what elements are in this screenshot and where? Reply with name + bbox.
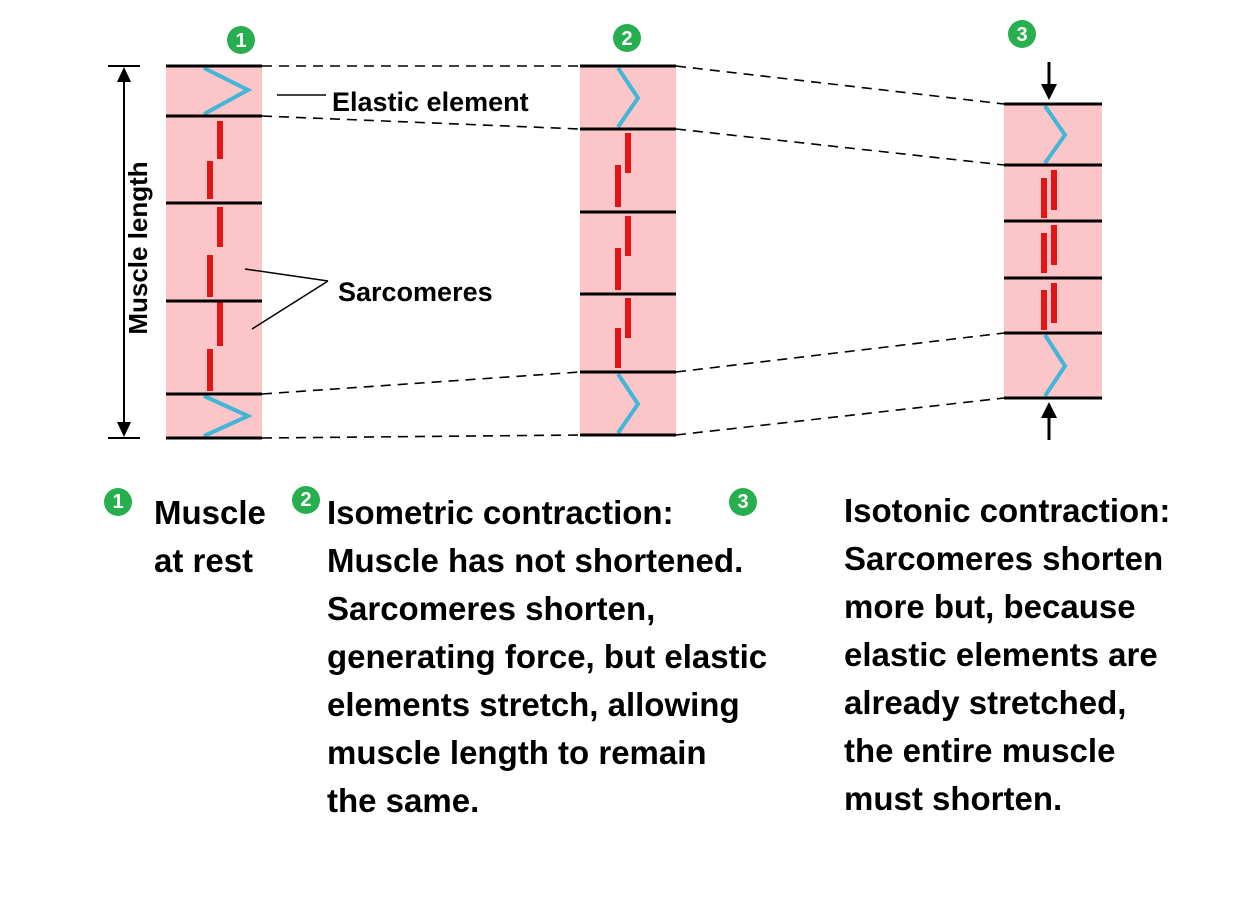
caption-line: the entire muscle <box>844 732 1116 769</box>
caption-line: Isotonic contraction: <box>844 492 1171 529</box>
caption-line: Isometric contraction: <box>327 494 674 531</box>
caption-line: the same. <box>327 782 480 819</box>
svg-text:3: 3 <box>1016 24 1027 46</box>
stage-3-fiber <box>1004 62 1102 440</box>
caption-line: generating force, but elastic <box>327 638 768 675</box>
svg-text:2: 2 <box>621 28 632 50</box>
sarcomeres-label: Sarcomeres <box>338 277 493 307</box>
sarcomeres-pointer <box>244 268 329 330</box>
muscle-length-label: Muscle length <box>123 161 153 334</box>
sarcomere-filaments <box>207 121 223 391</box>
stage-2-fiber <box>580 64 676 437</box>
sarcomere-filaments <box>615 133 631 368</box>
z-lines <box>166 64 262 440</box>
elastic-element <box>1043 104 1068 165</box>
caption-line: Muscle has not shortened. <box>327 542 744 579</box>
elastic-element <box>616 372 641 435</box>
elastic-element <box>616 66 641 129</box>
caption-badge-1: 1 <box>104 488 132 516</box>
caption-line: already stretched, <box>844 684 1127 721</box>
caption-line: Muscle <box>154 494 266 531</box>
z-lines <box>1004 102 1102 400</box>
connector-bottom-2-3 <box>675 397 1005 436</box>
caption-line: Sarcomeres shorten <box>844 540 1164 577</box>
caption-line: Sarcomeres shorten, <box>327 590 656 627</box>
muscle-length-measure <box>108 65 140 439</box>
stage-badge-3: 3 <box>1008 20 1036 48</box>
compression-arrow-top <box>1041 62 1057 100</box>
elastic-element-label: Elastic element <box>332 87 529 117</box>
connector-lower-1-2 <box>261 371 581 395</box>
connector-elastic-2-3 <box>675 128 1005 166</box>
caption-isotonic: Isotonic contraction: Sarcomeres shorten… <box>844 487 1170 823</box>
caption-badge-2: 2 <box>292 486 320 514</box>
caption-isometric: Isometric contraction: Muscle has not sh… <box>327 489 767 825</box>
elastic-element <box>203 394 253 438</box>
elastic-element <box>203 66 253 116</box>
elastic-element <box>1043 333 1068 398</box>
stage-badge-2: 2 <box>613 24 641 52</box>
stage-badge-1: 1 <box>227 26 255 54</box>
stage-1-fiber <box>166 64 262 440</box>
z-lines <box>580 64 676 437</box>
connector-lower-2-3 <box>675 332 1005 373</box>
caption-line: elastic elements are <box>844 636 1158 673</box>
svg-text:1: 1 <box>235 30 246 52</box>
caption-line: elements stretch, allowing <box>327 686 740 723</box>
caption-line: must shorten. <box>844 780 1063 817</box>
fiber-body <box>166 66 262 438</box>
caption-line: more but, because <box>844 588 1136 625</box>
caption-badge-3: 3 <box>729 488 757 516</box>
dashed-connectors <box>261 65 1005 439</box>
compression-arrow-bottom <box>1041 402 1057 440</box>
connector-bottom-1-2 <box>261 434 581 439</box>
connector-top-2-3 <box>675 65 1005 105</box>
sarcomere-filaments <box>1041 170 1057 330</box>
connector-elastic-1-2 <box>261 115 581 130</box>
caption-line: at rest <box>154 542 254 579</box>
caption-muscle-at-rest: Muscle at rest <box>154 489 266 585</box>
caption-line: muscle length to remain <box>327 734 707 771</box>
